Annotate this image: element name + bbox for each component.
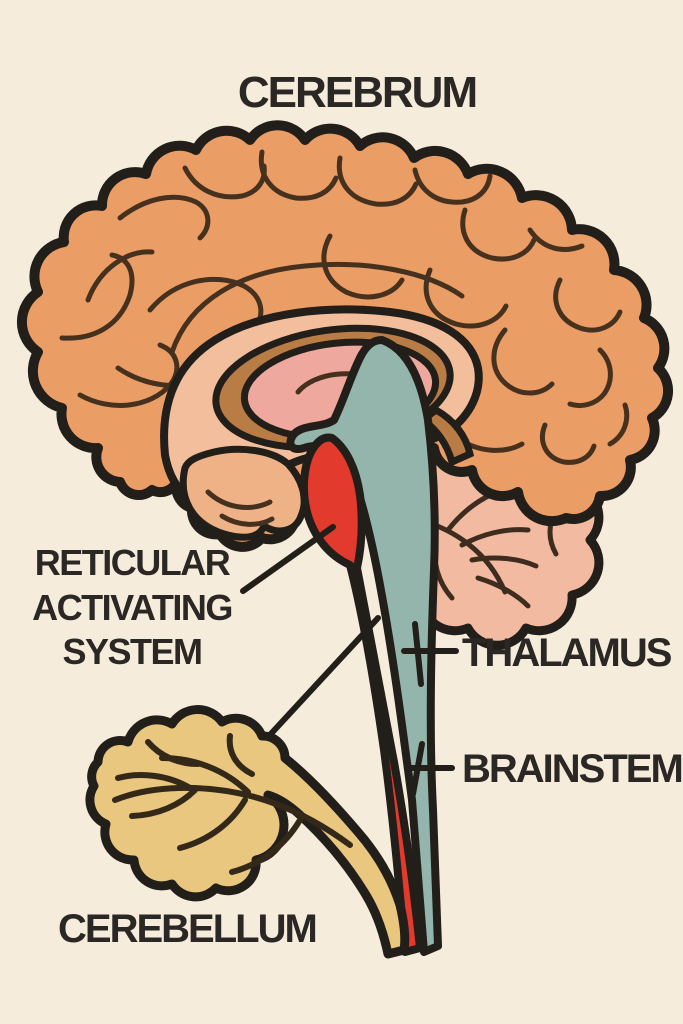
svg-text:ACTIVATING: ACTIVATING — [32, 587, 232, 628]
cerebellum-detached-shape — [85, 705, 410, 959]
label-cerebrum: CEREBRUM — [238, 68, 476, 117]
svg-text:SYSTEM: SYSTEM — [62, 631, 201, 672]
leader-line-ras — [240, 524, 336, 594]
label-thalamus: THALAMUS — [462, 631, 672, 675]
leader-line-cerebellum-brainstem — [265, 615, 381, 740]
label-brainstem: BRAINSTEM — [462, 747, 682, 791]
brainstem-sheath-shape — [286, 336, 442, 956]
temporal-lobe-lower — [179, 445, 308, 541]
label-cerebellum: CEREBELLUM — [58, 907, 316, 951]
svg-text:RETICULAR: RETICULAR — [35, 542, 231, 583]
label-reticular-activating-system: RETICULAR ACTIVATING SYSTEM — [32, 542, 233, 672]
leader-line-thalamus — [401, 621, 459, 687]
leader-line-brainstem — [405, 741, 455, 797]
cerebellum-detached-veins — [112, 733, 353, 875]
leader-lines — [240, 524, 459, 797]
